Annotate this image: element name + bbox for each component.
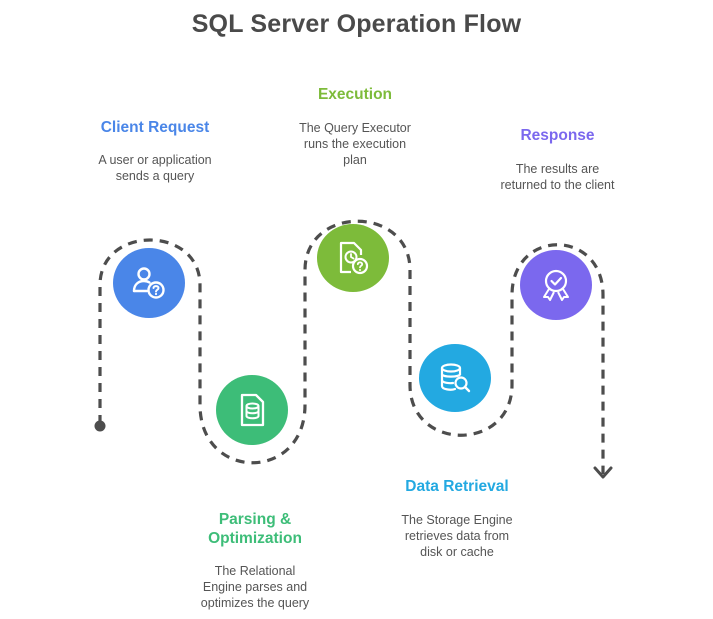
description-line: A user or application — [98, 153, 212, 167]
description-line: plan — [343, 153, 367, 167]
description-line: The Query Executor — [299, 121, 411, 135]
description-line: optimizes the query — [200, 596, 310, 610]
flow-start-dot — [94, 420, 106, 432]
award-check-icon — [543, 269, 569, 301]
database-search-icon — [440, 363, 471, 393]
diagram-title: SQL Server Operation Flow — [191, 10, 522, 38]
description-line: The results are — [515, 162, 600, 176]
step-client-request-description: A user or application sends a query — [60, 152, 250, 184]
title-line: Optimization — [208, 530, 302, 547]
step-execution-circle — [317, 224, 389, 292]
step-response-title: Response — [520, 127, 595, 144]
description-line: retrieves data from — [404, 529, 510, 543]
file-clock-question-icon — [339, 241, 369, 275]
dashed-flow-path — [98, 219, 605, 474]
step-data-retrieval-title: Data Retrieval — [405, 478, 509, 495]
step-data-retrieval-description: The Storage Engine retrieves data from d… — [357, 512, 557, 560]
step-parsing-optimization-title: Parsing & Optimization — [155, 510, 355, 548]
step-client-request-title: Client Request — [100, 119, 210, 136]
description-line: The Relational — [214, 564, 296, 578]
step-parsing-optimization-circle — [216, 375, 288, 445]
step-response-circle — [520, 250, 592, 320]
step-execution-description: The Query Executor runs the execution pl… — [260, 120, 450, 168]
step-data-retrieval-circle — [419, 344, 491, 412]
step-parsing-optimization-description: The Relational Engine parses and optimiz… — [155, 563, 355, 611]
description-line: disk or cache — [420, 545, 494, 559]
flow-end-arrow-icon — [593, 466, 613, 479]
database-file-icon — [240, 393, 265, 427]
description-line: returned to the client — [500, 178, 615, 192]
description-line: Engine parses and — [202, 580, 308, 594]
step-response-description: The results are returned to the client — [460, 161, 655, 193]
step-client-request-circle — [113, 248, 185, 318]
description-line: sends a query — [115, 169, 195, 183]
title-line: Parsing & — [218, 511, 292, 528]
description-line: runs the execution — [303, 137, 407, 151]
user-question-icon — [132, 267, 165, 299]
step-execution-title: Execution — [317, 86, 393, 103]
description-line: The Storage Engine — [401, 513, 513, 527]
